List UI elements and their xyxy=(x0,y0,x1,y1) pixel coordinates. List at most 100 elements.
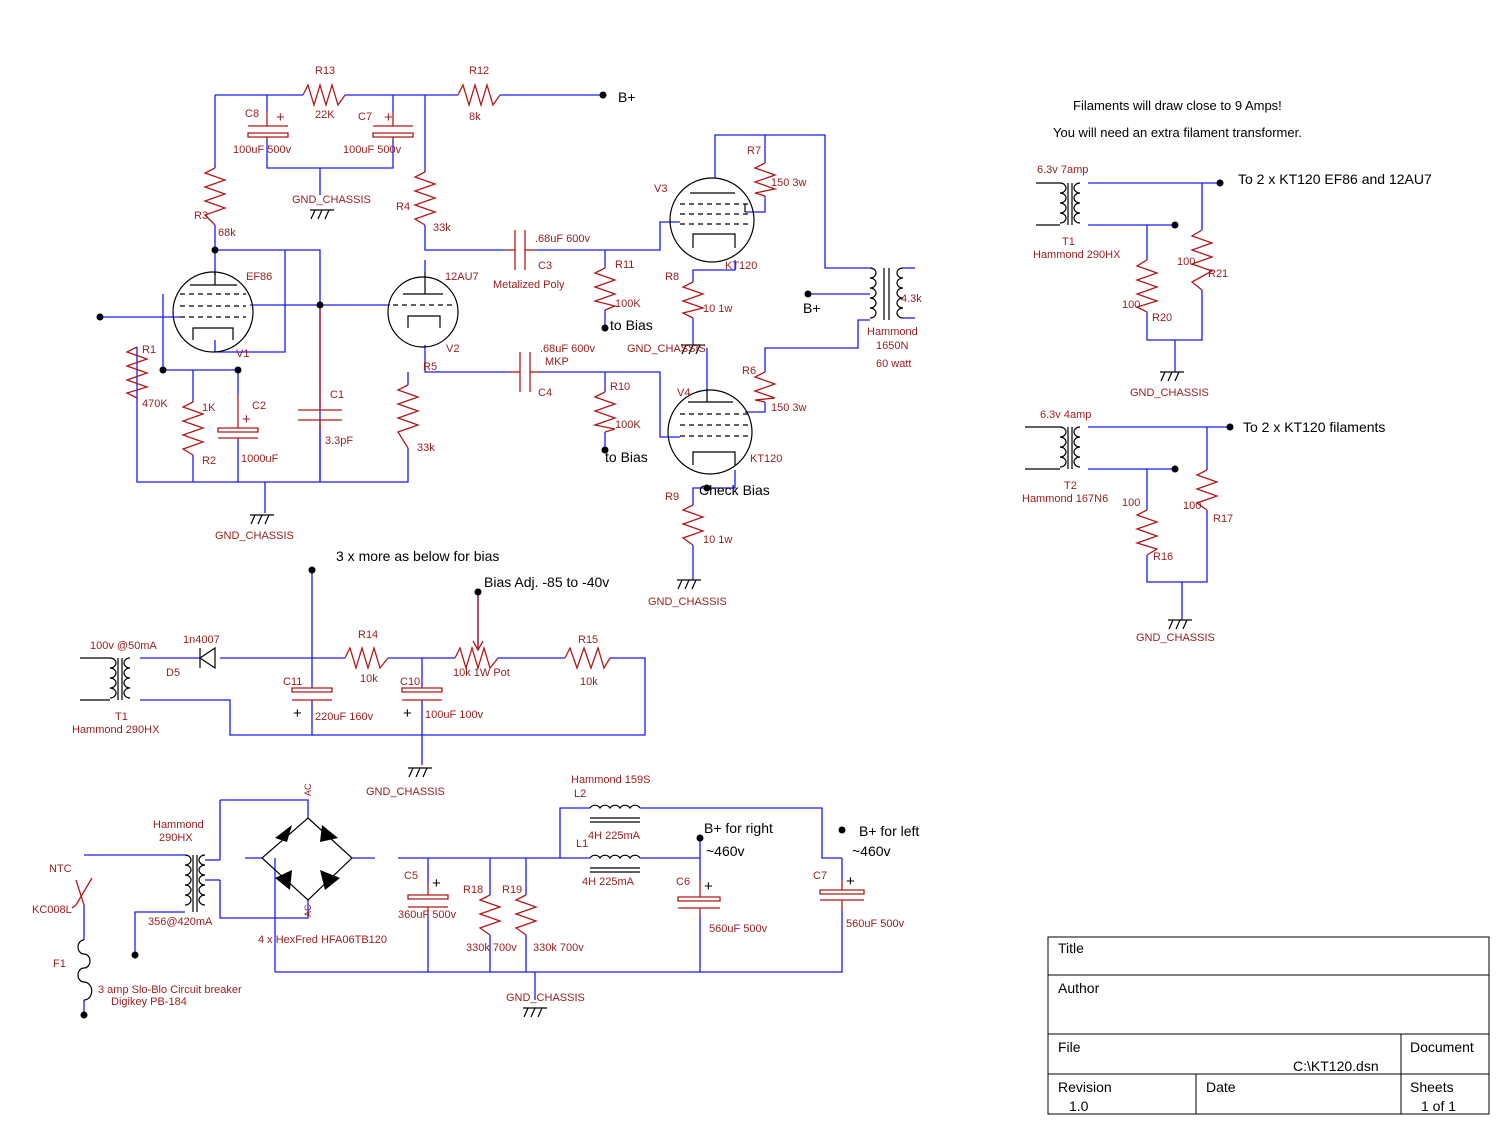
label-c5-ref: C5 xyxy=(404,870,418,882)
power-transformer xyxy=(184,854,220,912)
label-c5-value: 360uF 500v xyxy=(398,909,457,921)
label-r8-value: 10 1w xyxy=(703,303,732,315)
revision-label: Revision xyxy=(1058,1079,1112,1095)
label-r14-ref: R14 xyxy=(358,629,378,641)
label-r20-ref: R20 xyxy=(1152,312,1172,324)
label-d5-value: 1n4007 xyxy=(183,634,220,646)
label-c8-ref: C8 xyxy=(245,108,259,120)
resistor-r14 xyxy=(344,645,389,671)
svg-text:+: + xyxy=(384,109,393,126)
component-labels: R13 22K R12 8k C8 100uF 500v C7 100uF 50… xyxy=(32,65,1233,1008)
capacitor-c6: + xyxy=(677,878,721,915)
ground-label: GND_CHASSIS xyxy=(1130,387,1209,399)
label-r6-value: 150 3w xyxy=(771,402,807,414)
label-v4-ref: V4 xyxy=(677,387,690,399)
label-v1-type: EF86 xyxy=(246,271,272,283)
net-fil-kt: To 2 x KT120 filaments xyxy=(1243,419,1385,435)
sheets-label: Sheets xyxy=(1410,1079,1454,1095)
label-f1-model: Digikey PB-184 xyxy=(111,996,187,1008)
resistor-r11 xyxy=(592,267,618,311)
label-bridge-ac-top: AC xyxy=(303,783,313,796)
output-transformer xyxy=(869,267,915,320)
svg-text:+: + xyxy=(276,109,285,126)
junction-dots xyxy=(80,91,1234,1019)
label-c4-value: .68uF 600v xyxy=(540,343,596,355)
resistor-r20 xyxy=(1135,259,1160,313)
ground-label: GND_CHASSIS xyxy=(215,530,294,542)
resistor-r2 xyxy=(181,401,205,456)
label-f1-value: 3 amp Slo-Blo Circuit breaker xyxy=(98,984,242,996)
net-volt-left: ~460v xyxy=(852,843,891,859)
resistor-r7 xyxy=(753,162,778,197)
label-r6-ref: R6 xyxy=(742,365,756,377)
note-line2: You will need an extra filament transfor… xyxy=(1053,125,1302,140)
bias-pot-wiper xyxy=(472,592,484,652)
ground-labels: GND_CHASSIS GND_CHASSIS GND_CHASSIS GND_… xyxy=(215,194,1215,1004)
label-c3-value: .68uF 600v xyxy=(535,233,591,245)
net-bias-adj: Bias Adj. -85 to -40v xyxy=(484,574,609,590)
label-r3-ref: R3 xyxy=(194,210,208,222)
label-l2-model: Hammond 159S xyxy=(571,774,651,786)
bridge-rectifier xyxy=(261,817,353,901)
bias-supply-wiring xyxy=(140,570,646,765)
capacitor-c10: + xyxy=(401,687,443,722)
resistor-r10 xyxy=(592,391,617,433)
label-l1-value: 4H 225mA xyxy=(582,876,635,888)
label-c7a-ref: C7 xyxy=(358,111,372,123)
label-r13-value: 22K xyxy=(315,109,335,121)
capacitor-c7a: + xyxy=(372,109,414,140)
label-l2-ref: L2 xyxy=(574,788,586,800)
label-d5-ref: D5 xyxy=(166,667,180,679)
net-labels: B+ B+ to Bias to Bias Check Bias 3 x mor… xyxy=(336,89,1432,859)
capacitor-c8: + xyxy=(247,109,289,140)
title-label: Title xyxy=(1058,940,1084,956)
ground-label: GND_CHASSIS xyxy=(506,992,585,1004)
label-r3-value: 68k xyxy=(218,227,236,239)
note-line1: Filaments will draw close to 9 Amps! xyxy=(1073,98,1282,113)
label-r17-value: 100 xyxy=(1183,500,1201,512)
choke-l1 xyxy=(589,854,641,873)
resistor-r18 xyxy=(478,894,502,936)
label-t2-fil-model: Hammond 167N6 xyxy=(1022,493,1108,505)
label-r16-ref: R16 xyxy=(1153,551,1173,563)
label-c8-value: 100uF 500v xyxy=(233,144,292,156)
label-ntc-value: KC008L xyxy=(32,904,72,916)
document-label: Document xyxy=(1410,1039,1474,1055)
ground-label: GND_CHASSIS xyxy=(366,786,445,798)
label-r5-value: 33k xyxy=(417,442,435,454)
label-c2-ref: C2 xyxy=(252,400,266,412)
label-t2-fil-value: 6.3v 4amp xyxy=(1040,409,1091,421)
label-r1-ref: R1 xyxy=(142,344,156,356)
label-psu-xfmr-value: 356@420mA xyxy=(148,916,213,928)
label-t2-fil-ref: T2 xyxy=(1064,480,1077,492)
label-r16-value: 100 xyxy=(1122,497,1140,509)
label-r21-ref: R21 xyxy=(1208,268,1228,280)
choke-l2 xyxy=(589,804,641,823)
tube-v3 xyxy=(669,177,755,263)
label-v3-type: KT120 xyxy=(725,260,757,272)
resistor-r1 xyxy=(125,346,150,399)
label-t1-bias-model: Hammond 290HX xyxy=(72,724,160,736)
sheets-value: 1 of 1 xyxy=(1421,1098,1456,1114)
net-to-bias-v4: to Bias xyxy=(605,449,648,465)
label-c10-ref: C10 xyxy=(400,676,420,688)
net-check-bias: Check Bias xyxy=(699,482,770,498)
net-bplus-left: B+ for left xyxy=(859,823,919,839)
label-c3-note: Metalized Poly xyxy=(493,279,565,291)
label-t1-fil-value: 6.3v 7amp xyxy=(1037,164,1088,176)
label-v2-ref: V2 xyxy=(446,343,459,355)
label-r21-value: 100 xyxy=(1177,256,1195,268)
label-v4-type: KT120 xyxy=(750,453,782,465)
label-r10-value: 100K xyxy=(615,419,641,431)
label-r1-value: 470K xyxy=(142,398,168,410)
label-t1-bias-value: 100v @50mA xyxy=(90,640,157,652)
label-l1-ref: L1 xyxy=(576,838,588,850)
tube-v2 xyxy=(387,272,459,348)
label-r7-value: 150 3w xyxy=(771,177,807,189)
resistor-r5 xyxy=(396,384,420,449)
label-r2-value: 1K xyxy=(202,402,216,414)
svg-text:+: + xyxy=(846,873,855,890)
label-pot-value: 10k 1W Pot xyxy=(453,667,510,679)
label-c6-ref: C6 xyxy=(676,876,690,888)
